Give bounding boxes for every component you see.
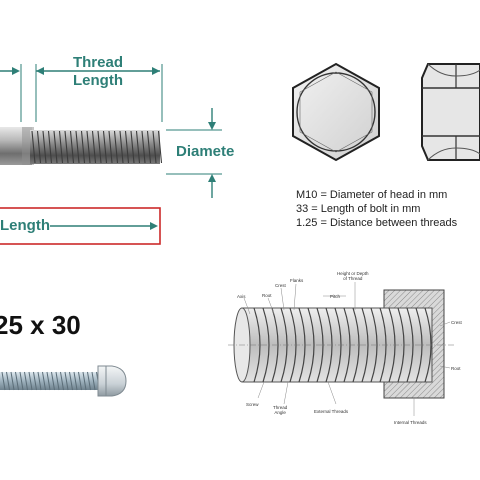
bolt-threads — [30, 130, 163, 164]
threaded-rod — [228, 307, 456, 383]
thread-ridge — [152, 130, 157, 164]
screw-thread-ridge — [60, 371, 64, 391]
screw-thread-ridge — [15, 371, 19, 391]
thread-ridge — [58, 130, 64, 164]
thread-ridge — [146, 130, 152, 164]
thread-ridge — [157, 130, 163, 164]
thread-ridge — [64, 130, 69, 164]
length-box — [0, 207, 161, 245]
label-crest-right: Crest — [451, 320, 462, 325]
label-height-depth-line2: of Thread — [343, 276, 363, 281]
label-thread-angle-line1: Thread — [273, 405, 288, 410]
thread-ridge — [31, 130, 36, 164]
thread-ridge — [113, 130, 119, 164]
thread-ridge — [108, 130, 113, 164]
thread-ridge — [130, 130, 135, 164]
thread-ridge — [97, 130, 102, 164]
legend-line-3: 1.25 = Distance between threads — [296, 217, 458, 229]
screw-thread-ridge — [55, 371, 60, 391]
label-root-right: Root — [451, 366, 461, 371]
screw-thread-ridge — [6, 371, 10, 391]
label-screw: Screw — [246, 402, 259, 407]
size-label: 25 x 30 — [0, 310, 81, 340]
leader-lines — [243, 282, 451, 416]
screw-thread-ridge — [1, 371, 6, 391]
hex-side-view — [421, 63, 480, 161]
label-axis: Axis — [237, 294, 246, 299]
thread-ridge — [53, 130, 58, 164]
thread-ridge — [47, 130, 53, 164]
screw-thread-ridge — [24, 371, 28, 391]
screw-thread-ridge — [19, 371, 24, 391]
screw-thread-ridge — [82, 371, 87, 391]
label-pitch: Pitch — [330, 294, 341, 299]
thread-ridge — [91, 130, 97, 164]
bolt-shank — [0, 127, 34, 165]
rod-thread-ridge — [253, 307, 270, 383]
length-label: Length — [0, 217, 50, 234]
thread-ridge — [119, 130, 124, 164]
thread-ridge — [102, 130, 108, 164]
thread-length-label-line1: Thread — [72, 54, 123, 71]
screw-illustration — [0, 365, 127, 397]
screw-thread-ridge — [73, 371, 78, 391]
screw-thread-ridge — [69, 371, 73, 391]
screw-thread-ridge — [64, 371, 69, 391]
thread-ridge — [80, 130, 86, 164]
screw-thread-ridge — [91, 371, 96, 391]
bolt-dimension-diagram — [0, 64, 222, 245]
thread-length-dimension — [0, 64, 163, 122]
diameter-dimension — [166, 108, 222, 198]
label-external-threads: External Threads — [314, 409, 349, 414]
screw-thread-ridge — [37, 371, 42, 391]
thread-terminology-diagram — [228, 282, 456, 416]
screw-thread-ridge — [33, 371, 37, 391]
diameter-label: Diamete — [176, 143, 235, 160]
thread-length-label: Thread Length — [56, 54, 140, 90]
legend-line-1: M10 = Diameter of head in mm — [296, 189, 448, 201]
screw-thread-ridge — [10, 371, 15, 391]
screw-thread-ridge — [42, 371, 46, 391]
screw-thread-ridge — [87, 371, 91, 391]
thread-ridge — [141, 130, 146, 164]
thread-length-label-line2: Length — [73, 72, 123, 89]
thread-ridge — [75, 130, 80, 164]
label-crest-top: Crest — [275, 283, 286, 288]
label-flanks: Flanks — [290, 278, 304, 283]
screw-thread-ridge — [28, 371, 33, 391]
thread-ridge — [42, 130, 47, 164]
label-internal-threads: Internal Threads — [394, 420, 427, 425]
thread-ridge — [124, 130, 130, 164]
label-thread-angle: Thread Angle — [273, 405, 287, 415]
thread-ridge — [69, 130, 75, 164]
legend: M10 = Diameter of head in mm 33 = Length… — [296, 188, 457, 230]
screw-thread-ridge — [51, 371, 55, 391]
label-height-depth-line1: Height or Depth — [337, 271, 369, 276]
label-thread-angle-line2: Angle — [274, 410, 286, 415]
label-height-depth: Height or Depth of Thread — [337, 271, 369, 281]
thread-ridge — [135, 130, 141, 164]
label-root: Root — [262, 293, 272, 298]
screw-thread-ridge — [78, 371, 82, 391]
legend-line-2: 33 = Length of bolt in mm — [296, 203, 421, 215]
hex-head-views — [292, 62, 480, 162]
thread-ridge — [36, 130, 42, 164]
hex-top-view — [292, 62, 380, 162]
thread-ridge — [86, 130, 91, 164]
screw-thread-ridge — [46, 371, 51, 391]
